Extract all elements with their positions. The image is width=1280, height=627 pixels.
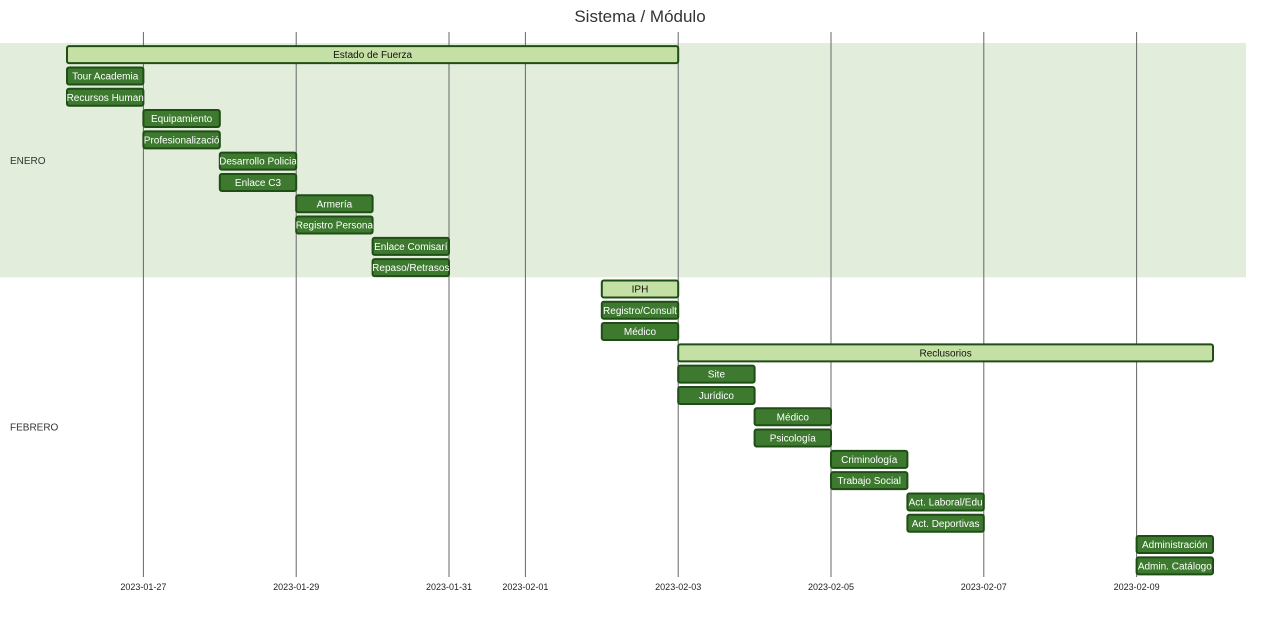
task-label: Registro/Consult [603,306,677,317]
task-bar-rect [218,172,298,192]
task-bar: Jurídico [677,385,756,405]
x-tick-label: 2023-02-01 [502,582,548,592]
task-bar: Admin. Catálogo [1135,556,1214,576]
task-bar: Médico [600,322,680,342]
task-label: Site [708,370,726,381]
x-tick-label: 2023-01-31 [426,582,472,592]
task-bar-rect [66,87,145,107]
task-label: Tour Academia [72,71,139,82]
x-tick-label: 2023-01-27 [120,582,166,592]
section-label: FEBRERO [10,422,59,433]
task-label: Reclusorios [919,348,971,359]
parent-task: Estado de Fuerza [66,45,680,65]
task-bar-rect [1135,556,1214,576]
task-label: Armería [317,199,353,210]
section-labels: ENERO FEBRERO [10,156,59,433]
task-bar-rect [218,151,298,171]
task-label: Estado de Fuerza [333,50,412,61]
task-bar-rect [830,449,909,469]
task-label: Enlace C3 [235,178,282,189]
task-bar-rect [142,109,221,129]
task-bar: Criminología [830,449,909,469]
x-tick-label: 2023-02-03 [655,582,701,592]
task-bar: Repaso/Retrasos [371,258,451,278]
task-label: Recursos Human [67,93,144,104]
task-label: Act. Deportivas [912,519,980,530]
task-label: Criminología [841,455,898,466]
task-bar: Act. Deportivas [906,513,985,533]
task-bar: Registro Persona [295,215,374,235]
task-label: Médico [777,412,810,423]
section-label: ENERO [10,156,46,167]
task-bar: Profesionalizació [142,130,221,150]
task-label: Act. Laboral/Edu [909,497,983,508]
task-bar-rect [371,258,451,278]
task-label: IPH [632,284,649,295]
task-label: Admin. Catálogo [1138,561,1212,572]
x-tick-label: 2023-02-05 [808,582,854,592]
task-bar-rect [1135,535,1214,555]
task-label: Médico [624,327,657,338]
task-label: Registro Persona [296,221,374,232]
task-bar: Equipamiento [142,109,221,129]
task-bar: Administración [1135,535,1214,555]
task-bar: Desarrollo Policia [218,151,298,171]
task-label: Jurídico [699,391,734,402]
task-bar-rect [66,66,145,86]
task-bar-rect [600,300,680,320]
task-bar-rect [600,322,680,342]
task-label: Trabajo Social [837,476,901,487]
task-bar: Enlace Comisarí [371,236,451,256]
x-axis-ticks: 2023-01-27 2023-01-29 2023-01-31 2023-02-01… [120,582,1159,592]
task-bar: Site [677,364,756,384]
task-bar-rect [906,492,985,512]
task-bar: Recursos Human [66,87,145,107]
task-label: Administración [1142,540,1208,551]
x-tick-label: 2023-02-07 [961,582,1007,592]
chart-title: Sistema / Módulo [574,7,705,26]
task-bar-rect [753,407,832,427]
task-bar: Registro/Consult [600,300,680,320]
task-bar: Psicología [753,428,832,448]
task-label: Psicología [770,434,817,445]
parent-bar-rect [677,343,1214,363]
task-label: Desarrollo Policia [219,157,297,168]
parent-task: Reclusorios [677,343,1214,363]
task-bar-rect [677,364,756,384]
task-bar-rect [142,130,221,150]
task-bar-rect [295,215,374,235]
parent-bar-rect [66,45,680,65]
x-tick-label: 2023-02-09 [1114,582,1160,592]
task-label: Profesionalizació [144,135,220,146]
parent-task: IPH [600,279,680,299]
task-bar-rect [830,471,909,491]
task-bar: Enlace C3 [218,172,298,192]
section-band [0,43,1246,278]
task-bar-rect [371,236,451,256]
task-bar: Trabajo Social [830,471,909,491]
task-bar-rect [677,385,756,405]
task-bar-rect [906,513,985,533]
task-bar: Médico [753,407,832,427]
task-bar: Act. Laboral/Edu [906,492,985,512]
x-tick-label: 2023-01-29 [273,582,319,592]
section-bands [0,43,1246,278]
parent-bar-rect [600,279,680,299]
task-label: Repaso/Retrasos [372,263,449,274]
task-bar: Tour Academia [66,66,145,86]
task-bar-rect [753,428,832,448]
task-label: Enlace Comisarí [374,242,448,253]
task-label: Equipamiento [151,114,213,125]
task-bar-rect [295,194,374,214]
task-bar: Armería [295,194,374,214]
